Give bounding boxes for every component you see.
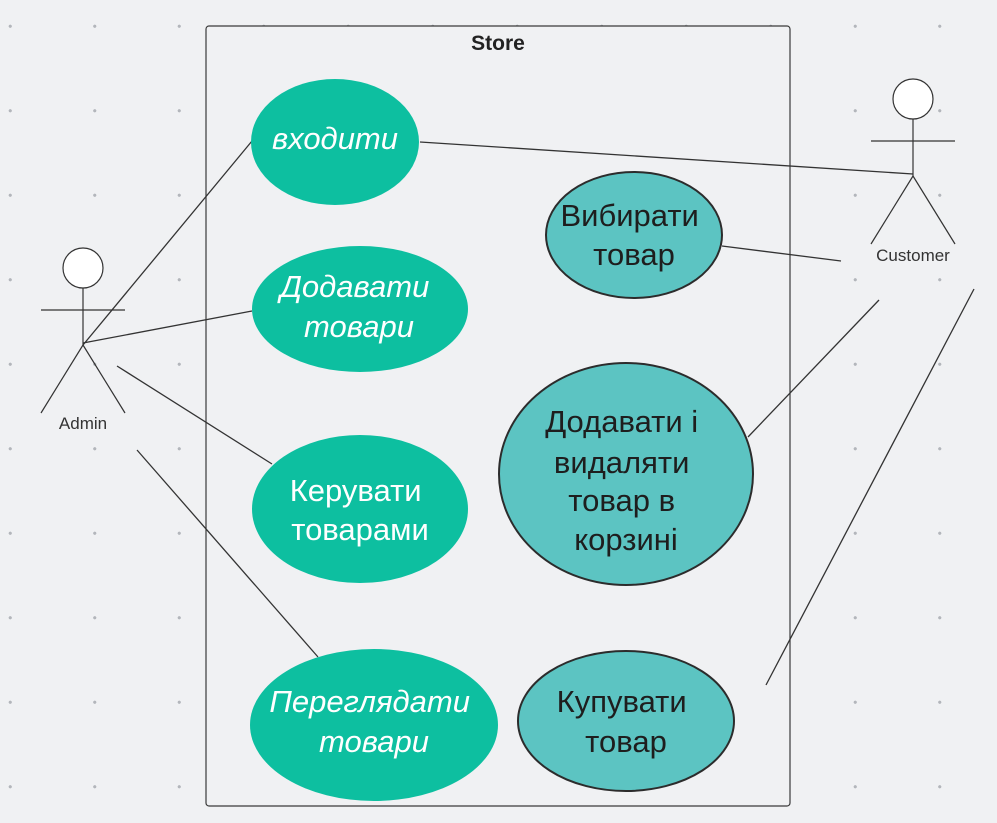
use-case-manage-products-label: Керувати товарами bbox=[290, 473, 431, 547]
use-case-view-products[interactable]: Переглядати товари bbox=[250, 649, 498, 801]
admin-head bbox=[62, 247, 104, 289]
use-case-choose-product-label: Вибирати товар bbox=[560, 198, 707, 272]
actor-customer: Customer bbox=[870, 78, 956, 265]
association-customer-cart bbox=[747, 299, 880, 438]
use-case-login-label: входити bbox=[272, 121, 398, 156]
use-case-manage-products[interactable]: Керувати товарами bbox=[252, 435, 468, 583]
association-admin-manage-products bbox=[116, 365, 273, 465]
admin-label: Admin bbox=[59, 414, 107, 433]
actor-admin: Admin bbox=[40, 247, 126, 433]
use-case-view-products-label: Переглядати товари bbox=[269, 684, 478, 759]
association-admin-login bbox=[82, 140, 253, 346]
use-case-login[interactable]: входити bbox=[251, 79, 419, 205]
association-admin-add-products bbox=[82, 310, 253, 344]
customer-head bbox=[892, 78, 934, 120]
use-case-add-products[interactable]: Додавати товари bbox=[252, 246, 468, 372]
system-title: Store bbox=[471, 32, 525, 55]
use-case-cart-add-remove[interactable]: Додавати і видаляти товар в корзині bbox=[498, 362, 754, 586]
use-case-add-products-label: Додавати товари bbox=[277, 269, 438, 344]
use-case-buy-product-label: Купувати товар bbox=[557, 684, 696, 759]
use-case-choose-product[interactable]: Вибирати товар bbox=[545, 171, 723, 299]
association-customer-login bbox=[419, 141, 914, 175]
use-case-cart-add-remove-label: Додавати і видаляти товар в корзині bbox=[545, 404, 707, 557]
associations bbox=[82, 140, 975, 686]
association-admin-view-products bbox=[136, 449, 319, 658]
use-case-buy-product[interactable]: Купувати товар bbox=[517, 650, 735, 792]
association-customer-choose-product bbox=[721, 245, 842, 262]
association-customer-buy bbox=[765, 288, 975, 686]
customer-label: Customer bbox=[876, 246, 950, 265]
